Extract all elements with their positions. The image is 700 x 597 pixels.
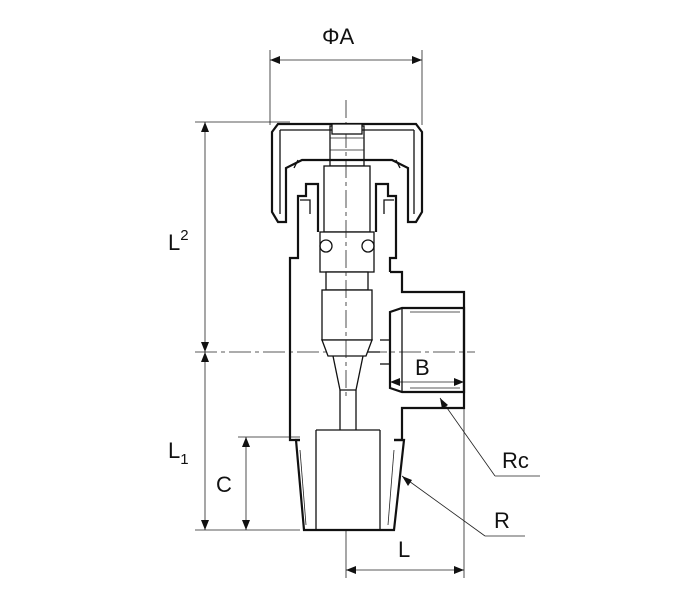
dimension-c: C	[216, 436, 300, 530]
valve-body	[288, 270, 466, 532]
outlet-port	[380, 306, 466, 394]
dimension-l1: L1	[168, 352, 300, 531]
label-rc: Rc	[502, 448, 529, 473]
leader-rc: Rc	[439, 397, 540, 477]
dimension-l2: L2	[168, 121, 290, 352]
label-l2: L2	[168, 227, 189, 255]
label-r: R	[494, 508, 510, 533]
flow-passage	[332, 351, 380, 430]
label-l: L	[398, 537, 410, 562]
dimension-b: B	[390, 355, 464, 386]
label-phi-a: ΦA	[322, 24, 355, 49]
leader-r: R	[401, 475, 525, 537]
label-b: B	[415, 355, 430, 380]
label-c: C	[216, 472, 232, 497]
valve-bonnet	[288, 182, 398, 272]
dimension-phi-a: ΦA	[269, 24, 423, 125]
dimension-l: L	[345, 405, 465, 578]
label-l1: L1	[168, 438, 189, 468]
valve-stem	[319, 100, 375, 400]
valve-handle	[270, 122, 424, 224]
